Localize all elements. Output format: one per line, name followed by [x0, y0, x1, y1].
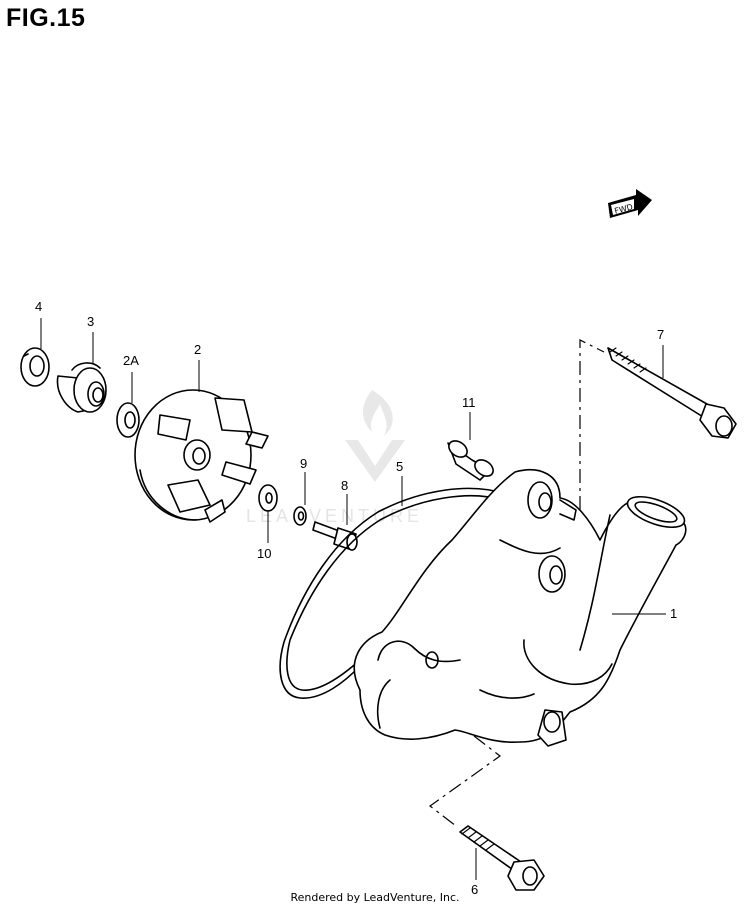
leader-lines	[40, 318, 666, 880]
part-7-long-bolt	[607, 347, 737, 439]
part-3-mechanical-seal	[56, 362, 107, 413]
callout-2: 2	[194, 342, 202, 357]
part-2-impeller	[134, 389, 269, 523]
callout-6: 6	[471, 882, 479, 897]
part-8-bolt	[312, 521, 358, 551]
watermark-text: LEADVENTURE	[246, 506, 423, 526]
part-11-dowel-pin	[447, 440, 494, 481]
callout-10: 10	[257, 546, 272, 561]
callout-9: 9	[300, 456, 308, 471]
part-4-seal	[20, 347, 50, 387]
callout-4: 4	[35, 299, 43, 314]
assembly-lines	[428, 339, 605, 827]
callout-5: 5	[396, 459, 404, 474]
callout-3: 3	[87, 314, 95, 329]
fwd-direction-badge: FWD	[608, 189, 652, 218]
callout-11: 11	[462, 395, 476, 410]
part-1-pump-cover	[353, 469, 687, 747]
watermark-logo: LEADVENTURE	[246, 390, 423, 526]
callout-1: 1	[670, 606, 678, 621]
callout-8: 8	[341, 478, 349, 493]
part-10-washer	[258, 484, 278, 512]
figure-title: FIG.15	[6, 4, 86, 32]
part-2a-seal	[116, 402, 140, 438]
footer-credit: Rendered by LeadVenture, Inc.	[290, 891, 460, 904]
callout-7: 7	[657, 327, 665, 342]
callout-2a: 2A	[123, 353, 139, 368]
part-6-bolt	[459, 825, 545, 891]
part-9-washer	[293, 506, 307, 526]
